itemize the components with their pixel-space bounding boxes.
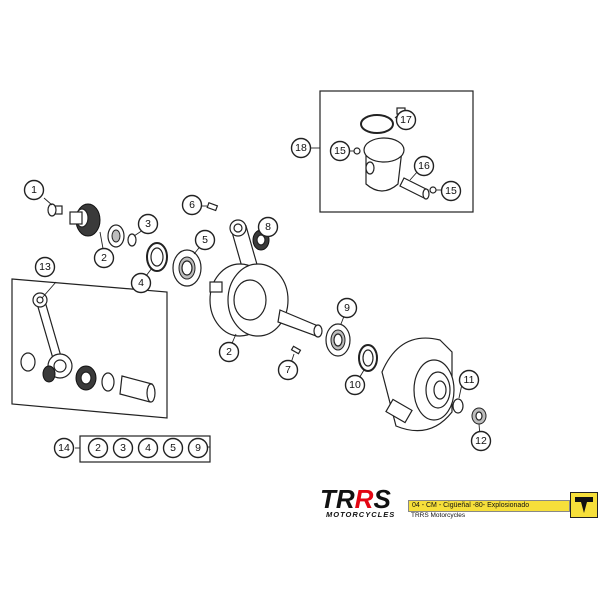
callout-3: 3 [137, 213, 159, 235]
rotor-nut [471, 407, 487, 425]
brand-logo: TRRS MOTORCYCLES [320, 486, 404, 520]
washer [127, 233, 137, 247]
callout-2-gear-label: 2 [101, 252, 107, 264]
callout-14-label: 14 [58, 442, 70, 454]
piston-pin [399, 177, 430, 200]
kit-14-item-label: 9 [195, 442, 201, 454]
brand-tagline: MOTORCYCLES [326, 510, 396, 519]
callout-1-label: 1 [31, 184, 37, 196]
title-block: TRRS MOTORCYCLES 04 - CM - Cigüeñal -80-… [320, 486, 598, 520]
kit-14-item: 5 [162, 437, 184, 459]
callout-17: 17 [395, 109, 417, 131]
kit-14-item-label: 4 [145, 442, 151, 454]
woodruff-key [206, 201, 219, 212]
callout-14: 14 [53, 437, 75, 459]
callout-18-label: 18 [295, 142, 307, 154]
callout-7: 7 [277, 359, 299, 381]
callout-18: 18 [290, 137, 312, 159]
callout-15-right: 15 [440, 180, 462, 202]
piston-ring [360, 114, 394, 134]
kit-14-item-label: 3 [120, 442, 126, 454]
callout-9: 9 [336, 297, 358, 319]
kit-14-item: 3 [112, 437, 134, 459]
callout-16: 16 [413, 155, 435, 177]
rod-kit-washer-3 [101, 372, 115, 392]
callout-2-gear: 2 [93, 247, 115, 269]
brand-wordmark: TRRS [320, 486, 391, 512]
callout-11-label: 11 [464, 374, 475, 386]
callout-4-label: 4 [138, 277, 144, 289]
rotor-flywheel [381, 337, 455, 432]
kit-14-item-label: 2 [95, 442, 101, 454]
callout-16-label: 16 [418, 160, 430, 172]
callout-7-label: 7 [285, 364, 291, 376]
rod-kit-bearing [75, 365, 97, 391]
callout-6: 6 [181, 194, 203, 216]
main-bearing-right [325, 323, 351, 357]
callout-3-label: 3 [145, 218, 151, 230]
brand-wordmark-accent: R [354, 484, 374, 514]
callout-5: 5 [194, 229, 216, 251]
crank-pin [290, 345, 302, 355]
callout-10: 10 [344, 374, 366, 396]
callout-8: 8 [257, 216, 279, 238]
brand-wordmark-part: S [373, 484, 391, 514]
callout-13-label: 13 [39, 261, 51, 273]
callout-1: 1 [23, 179, 45, 201]
callout-2-crank: 2 [218, 341, 240, 363]
company-name: TRRS Motorcycles [411, 512, 466, 519]
bearing-left [107, 224, 125, 248]
callout-2-crank-label: 2 [226, 346, 232, 358]
callout-4: 4 [130, 272, 152, 294]
kit-14-box [79, 435, 211, 463]
kit-14-item-label: 5 [170, 442, 176, 454]
rod-kit-washer-1 [20, 352, 36, 372]
callout-12-label: 12 [475, 435, 487, 447]
callout-6-label: 6 [189, 199, 195, 211]
callout-15-left-label: 15 [334, 145, 346, 157]
kit-14-item: 4 [137, 437, 159, 459]
crankshaft [209, 263, 323, 338]
document-title: 04 - CM - Cigüeñal -80- Explosionado [412, 502, 530, 509]
piston-kit-frame [319, 90, 474, 213]
piston-clip-right [429, 186, 437, 194]
callout-5-label: 5 [202, 234, 208, 246]
callout-11: 11 [458, 369, 480, 391]
kit-14-item: 9 [187, 437, 209, 459]
piston-clip-left [353, 147, 361, 155]
callout-12: 12 [470, 430, 492, 452]
callout-9-label: 9 [344, 302, 350, 314]
rod-kit-pin [119, 375, 156, 403]
part-1-bolt [47, 203, 63, 217]
title-bar: 04 - CM - Cigüeñal -80- Explosionado [408, 500, 570, 512]
callout-15-left: 15 [329, 140, 351, 162]
rod-kit-frame [11, 278, 168, 419]
rod-kit-conrod [32, 292, 73, 379]
needle-bearing [252, 229, 270, 251]
callout-17-label: 17 [400, 114, 412, 126]
callout-10-label: 10 [349, 379, 361, 391]
rotor-washer [452, 398, 464, 414]
oil-seal-left [146, 242, 168, 272]
callout-8-label: 8 [265, 221, 271, 233]
brand-wordmark-part: TR [320, 484, 355, 514]
kit-14-item: 2 [87, 437, 109, 459]
primary-gear [69, 203, 101, 237]
main-bearing-left [172, 249, 202, 287]
oil-seal-right [358, 344, 378, 372]
piston [363, 137, 405, 192]
callout-15-right-label: 15 [445, 185, 457, 197]
callout-13: 13 [34, 256, 56, 278]
rod-kit-washer-2 [42, 365, 56, 383]
brand-emblem-icon [570, 492, 598, 518]
